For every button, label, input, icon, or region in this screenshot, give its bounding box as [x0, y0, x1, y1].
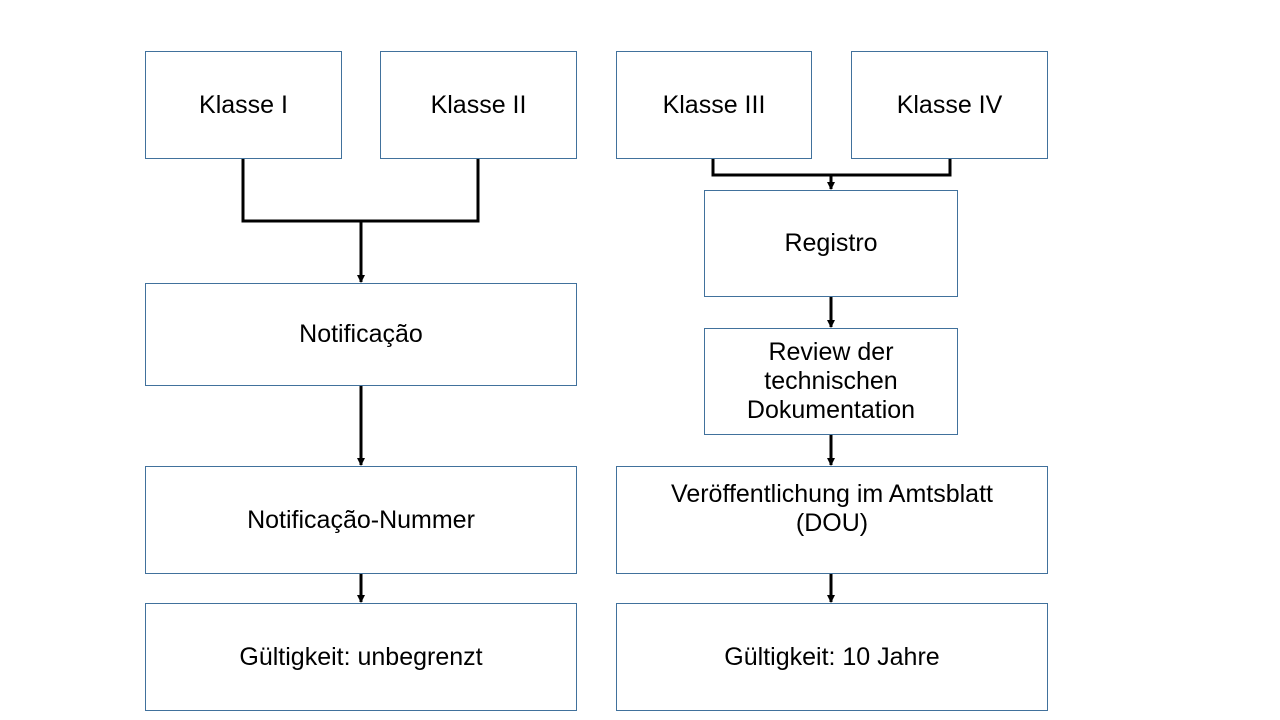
box-review-line-3: Dokumentation: [746, 396, 916, 424]
box-review-line-2: technischen: [764, 367, 898, 395]
box-klasse-4: Klasse IV: [851, 51, 1048, 159]
connector-klasse1-klasse2-join: [241, 158, 480, 223]
box-review-line-1: Review der: [768, 338, 894, 366]
box-klasse-2: Klasse II: [380, 51, 577, 159]
box-notificacao-nummer-label: Notificação-Nummer: [247, 505, 475, 534]
box-klasse-2-label: Klasse II: [430, 90, 527, 119]
box-veroeffentlichung-line-1: Veröffentlichung im Amtsblatt: [671, 480, 993, 508]
box-notificacao-nummer: Notificação-Nummer: [145, 466, 577, 574]
box-registro: Registro: [704, 190, 958, 297]
box-validity-left: Gültigkeit: unbegrenzt: [145, 603, 577, 711]
box-klasse-1: Klasse I: [145, 51, 342, 159]
box-validity-left-label: Gültigkeit: unbegrenzt: [239, 642, 483, 671]
box-klasse-3: Klasse III: [616, 51, 812, 159]
box-review-text: Review der technischen Dokumentation: [747, 338, 915, 425]
box-validity-right-label: Gültigkeit: 10 Jahre: [724, 642, 940, 671]
connector-klasse3-klasse4-join: [711, 158, 952, 177]
box-veroeffentlichung-text: Veröffentlichung im Amtsblatt (DOU): [671, 480, 993, 538]
box-notificacao: Notificação: [145, 283, 577, 386]
box-registro-label: Registro: [784, 229, 878, 257]
box-klasse-3-label: Klasse III: [662, 90, 766, 119]
box-veroeffentlichung: Veröffentlichung im Amtsblatt (DOU): [616, 466, 1048, 574]
box-validity-right: Gültigkeit: 10 Jahre: [616, 603, 1048, 711]
box-klasse-4-label: Klasse IV: [896, 90, 1003, 119]
box-veroeffentlichung-line-2: (DOU): [795, 509, 869, 537]
box-notificacao-label: Notificação: [299, 320, 423, 348]
box-review: Review der technischen Dokumentation: [704, 328, 958, 435]
box-klasse-1-label: Klasse I: [199, 90, 288, 119]
